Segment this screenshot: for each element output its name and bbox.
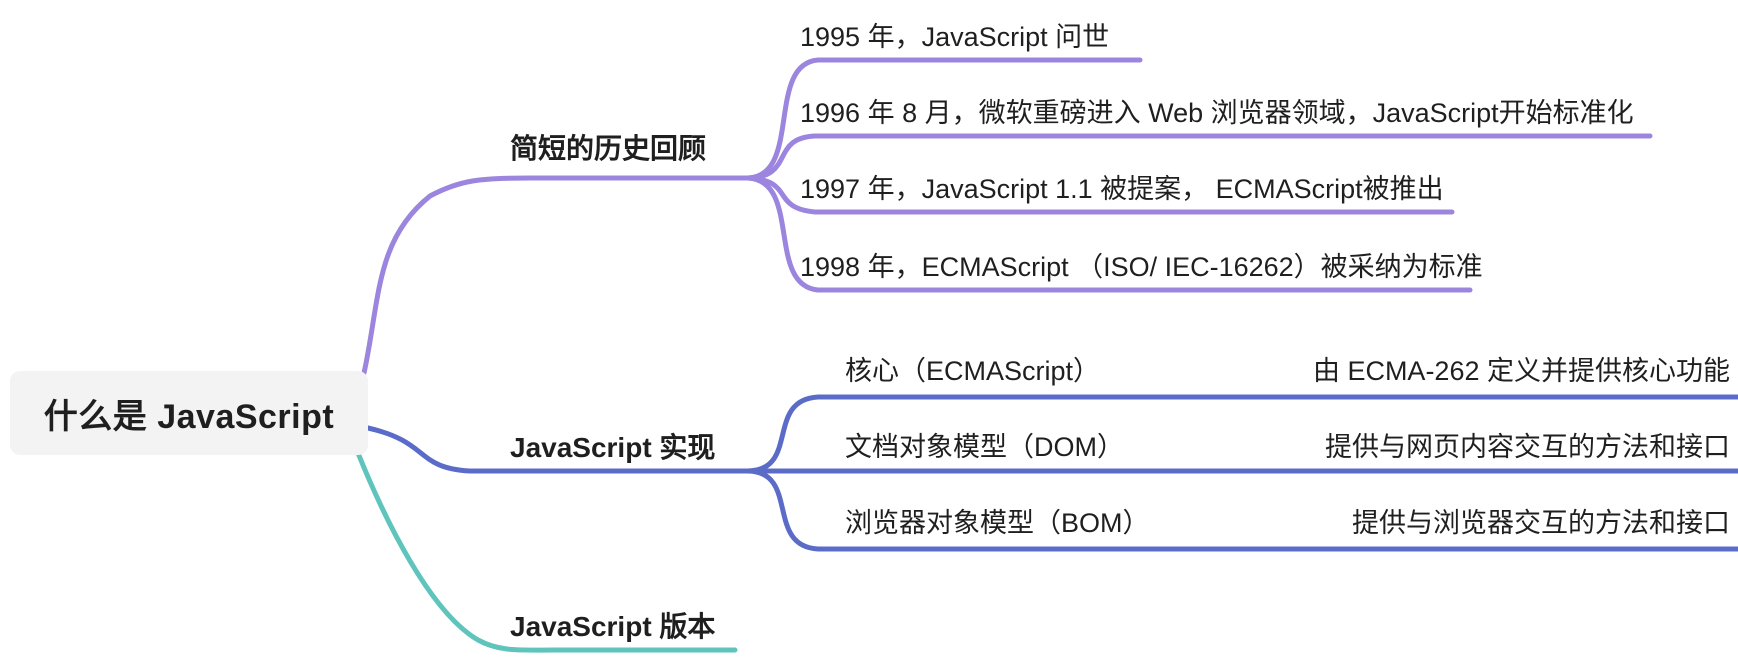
child-node-implementation-bom[interactable]: 浏览器对象模型（BOM） — [845, 508, 1150, 538]
child-node-history-1997[interactable]: 1997 年，JavaScript 1.1 被提案， ECMAScript被推出 — [800, 174, 1444, 204]
child-node-implementation-dom[interactable]: 文档对象模型（DOM） — [845, 432, 1124, 462]
child-node-history-1995[interactable]: 1995 年，JavaScript 问世 — [800, 22, 1110, 52]
branch-line-history — [361, 175, 751, 376]
child-node-implementation-ecmascript[interactable]: 核心（ECMAScript） — [845, 356, 1101, 386]
root-node[interactable]: 什么是 JavaScript — [10, 371, 368, 455]
child-line-implementation-bom — [745, 468, 1738, 552]
child-node-history-1998[interactable]: 1998 年，ECMAScript （ISO/ IEC-16262）被采纳为标准 — [800, 252, 1483, 282]
child-node-history-1996[interactable]: 1996 年 8 月，微软重磅进入 Web 浏览器领域，JavaScript开始… — [800, 98, 1634, 128]
child-line-history-1996 — [745, 133, 1653, 181]
detail-node-implementation-bom[interactable]: 提供与浏览器交互的方法和接口 — [1352, 508, 1730, 538]
branch-node-implementation[interactable]: JavaScript 实现 — [510, 432, 716, 463]
detail-node-implementation-ecmascript[interactable]: 由 ECMA-262 定义并提供核心功能 — [1312, 356, 1730, 386]
branch-line-version — [355, 450, 738, 653]
child-line-history-1995 — [745, 57, 1143, 181]
child-line-history-1998 — [745, 175, 1473, 293]
branch-node-history[interactable]: 简短的历史回顾 — [510, 133, 707, 164]
root-node-label: 什么是 JavaScript — [43, 397, 335, 436]
child-line-implementation-ecmascript — [745, 394, 1738, 474]
branch-line-implementation — [365, 425, 751, 474]
detail-node-implementation-dom[interactable]: 提供与网页内容交互的方法和接口 — [1325, 432, 1730, 462]
branch-node-version[interactable]: JavaScript 版本 — [510, 611, 716, 642]
